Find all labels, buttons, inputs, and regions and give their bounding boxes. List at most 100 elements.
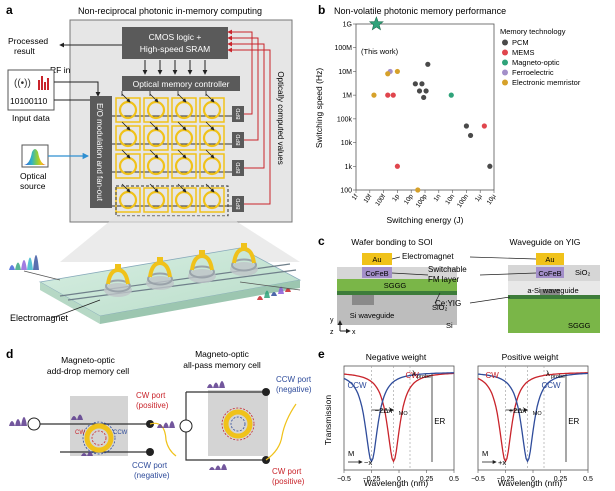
input-pulse xyxy=(27,257,33,270)
wavelength-pulse xyxy=(215,465,221,470)
wavelength-pulse xyxy=(77,414,83,420)
ccw-port-neg2-2: (negative) xyxy=(276,385,312,394)
chart-b-points xyxy=(368,16,493,193)
x-tick-label: 100p xyxy=(415,193,429,209)
d-left-detector-2 xyxy=(146,448,154,456)
d-right-cw-loop xyxy=(221,407,255,441)
d-right-ring xyxy=(223,409,253,439)
e-probe-sub: probe xyxy=(417,374,431,380)
eo-box xyxy=(90,96,112,208)
electromagnet-pad xyxy=(115,264,121,272)
y-tick-label: 1G xyxy=(343,22,352,29)
cell-frame xyxy=(171,97,197,123)
device-ring-shadow xyxy=(104,283,132,297)
data-point xyxy=(419,81,425,87)
x-tick-label: 100f xyxy=(374,193,387,208)
bpd-label-2: BPD xyxy=(236,134,242,145)
cell-frame xyxy=(199,97,225,123)
c-axes: y x z xyxy=(330,317,356,336)
d-right-title-1: Magneto-optic xyxy=(195,349,250,359)
e-tick-label: 0.25 xyxy=(420,476,434,483)
cell-frame xyxy=(199,153,225,179)
wavelength-pulse xyxy=(207,384,213,388)
cell-frame xyxy=(115,153,141,179)
data-point xyxy=(487,163,493,169)
rf-bars xyxy=(38,76,49,90)
e-xlabel-1: Wavelength (nm) xyxy=(364,478,429,488)
optical-source-2: source xyxy=(20,181,46,191)
e-tick-label: 0.5 xyxy=(583,476,593,483)
control-arrow xyxy=(149,121,159,131)
d-right-detector-1 xyxy=(262,388,270,396)
d-left-ccw: CCW xyxy=(113,430,128,436)
controller-label: Optical memory controller xyxy=(133,79,230,89)
processed-result-2: result xyxy=(14,46,35,56)
output-pulse xyxy=(278,286,284,294)
controller-lines xyxy=(121,91,207,96)
e-pos-title: Positive weight xyxy=(502,352,559,362)
cell-frame xyxy=(171,187,197,213)
electromagnet-pad xyxy=(199,250,205,258)
panel-label-d: d xyxy=(6,347,13,361)
e-shift-sub: MO xyxy=(399,411,409,417)
optically-computed-label: Optically computed values xyxy=(276,71,285,164)
panel-label-c: c xyxy=(318,234,325,248)
e-tick-label: 0.25 xyxy=(554,476,568,483)
d-right-cell xyxy=(208,390,268,456)
sio2-right: SiO₂ xyxy=(575,268,591,277)
e-cw-label: CW xyxy=(486,371,500,380)
e-shift-sub: MO xyxy=(533,411,543,417)
legend-label: Ferroelectric xyxy=(512,68,554,77)
d-left-title-1: Magneto-optic xyxy=(61,355,116,365)
control-arrow xyxy=(205,121,215,131)
bpd-label-3: BPD xyxy=(236,162,242,173)
cw-port-pos2-2: (positive) xyxy=(272,477,305,486)
legend-marker xyxy=(502,49,508,56)
wavelength-pulse xyxy=(71,416,77,420)
wavelength-pulse xyxy=(169,421,175,428)
switchable-2: FM layer xyxy=(428,275,459,284)
control-arrow xyxy=(121,149,131,159)
sggg-left: SGGG xyxy=(384,281,407,290)
x-tick-label: 10p xyxy=(403,193,415,206)
panel-a-title: Non-reciprocal photonic in-memory comput… xyxy=(78,6,262,16)
e-tick-label: −0.25 xyxy=(363,476,381,483)
wavelength-pulse xyxy=(219,381,225,388)
bpd-4 xyxy=(232,196,244,212)
bpd-3 xyxy=(232,160,244,176)
ccw-port-neg2-1: CCW port xyxy=(276,375,312,384)
sggg-right: SGGG xyxy=(568,321,591,330)
processed-result-1: Processed xyxy=(8,36,48,46)
e-ccw-label: CCW xyxy=(348,381,368,390)
wavelength-pulse xyxy=(221,464,227,470)
x-tick-label: 1p xyxy=(391,193,401,203)
x-tick-label: 1n xyxy=(433,193,443,203)
stack-right: Au CoFeB SiO₂ a-Si waveguide SGGG xyxy=(508,253,600,333)
chart-b-ylabel: Switching speed (Hz) xyxy=(314,68,324,148)
data-point xyxy=(463,123,469,129)
d-right-bus xyxy=(185,391,264,461)
au-right: Au xyxy=(545,255,554,264)
e-curve-cw xyxy=(477,372,588,463)
device-rings xyxy=(104,243,258,297)
data-point xyxy=(467,132,474,139)
legend-label: Magneto-optic xyxy=(512,58,560,67)
control-arrow xyxy=(205,183,215,193)
rf-in-arrow xyxy=(54,81,101,97)
e-neg-title: Negative weight xyxy=(366,352,427,362)
legend-marker xyxy=(502,59,508,66)
switchable-1: Switchable xyxy=(428,265,467,274)
bpd-label-4: BPD xyxy=(236,198,242,209)
ceyig-label: Ce:YIG xyxy=(435,299,461,308)
c-pointers xyxy=(391,256,537,304)
output-pulse-line xyxy=(239,281,301,291)
x-tick-label: 100n xyxy=(456,193,470,209)
si-label: Si xyxy=(446,321,453,330)
this-work-label: (This work) xyxy=(361,47,399,56)
control-arrow xyxy=(149,149,159,159)
wavelength-pulse xyxy=(21,417,27,426)
bpd-column: BPD BPD BPD BPD xyxy=(232,106,244,212)
